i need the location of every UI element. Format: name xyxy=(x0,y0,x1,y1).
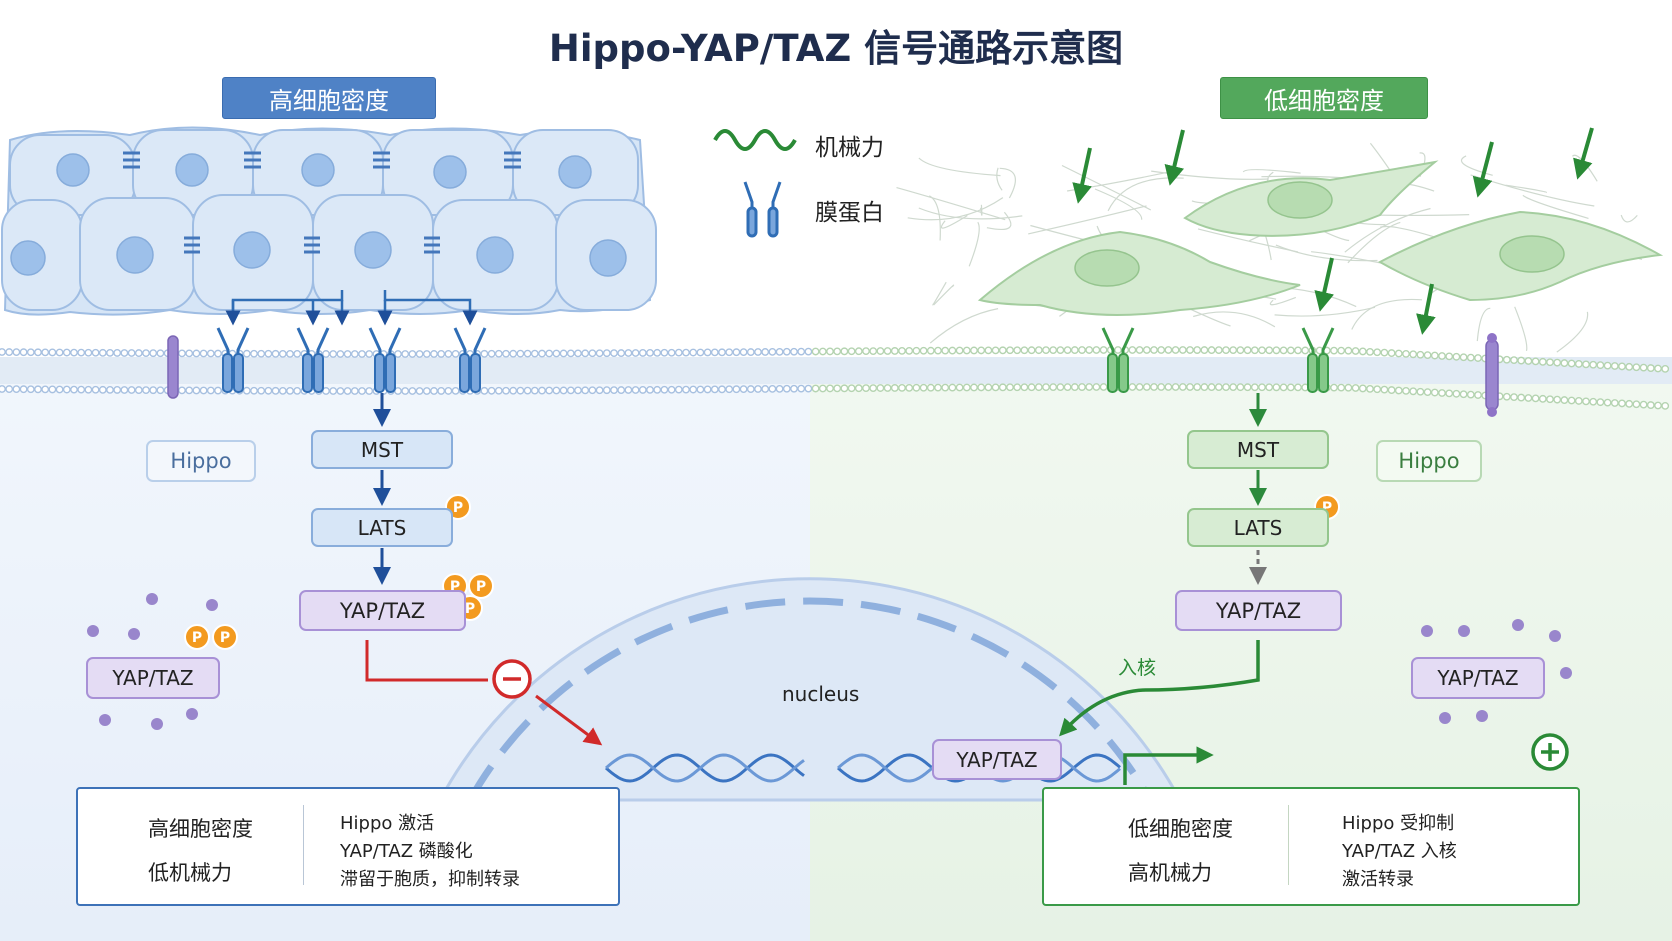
left-header-label: 高细胞密度 xyxy=(269,86,389,115)
phosphate-label: P xyxy=(465,601,475,617)
left-summary-desc-2: YAP/TAZ 磷酸化 xyxy=(340,841,473,862)
legend-mechanical-force-label: 机械力 xyxy=(815,135,884,161)
right-mst-node: MST xyxy=(1187,430,1329,469)
left-inhibition-sign xyxy=(492,659,532,699)
fibroblast-nuclei xyxy=(1074,181,1565,287)
nucleus-label: nucleus xyxy=(782,682,860,706)
nuclear-yaptaz-node: YAP/TAZ xyxy=(932,739,1062,780)
membrane-protein-icon xyxy=(743,181,782,238)
phosphate-label: P xyxy=(450,579,460,595)
left-summary-desc-3: 滞留于胞质，抑制转录 xyxy=(340,869,520,890)
right-summary-desc-1: Hippo 受抑制 xyxy=(1342,813,1455,834)
left-lats-node: LATS xyxy=(311,508,453,547)
right-summary-box: 低细胞密度 高机械力 Hippo 受抑制 YAP/TAZ 入核 激活转录 xyxy=(1042,787,1580,906)
left-header-badge: 高细胞密度 xyxy=(222,77,436,119)
left-transmembrane-protein xyxy=(167,335,179,399)
right-summary-force: 高机械力 xyxy=(1128,861,1212,885)
cytoplasm-particles xyxy=(87,593,1572,730)
membrane-receptor xyxy=(296,327,330,393)
mechanical-force-arrows xyxy=(1072,127,1594,335)
page-title: Hippo-YAP/TAZ 信号通路示意图 xyxy=(548,27,1124,70)
dense-epithelial-cells xyxy=(1,126,657,316)
phosphate-label: P xyxy=(1322,500,1332,516)
right-membrane-receptors xyxy=(1101,327,1335,393)
right-nuclear-entry-arrow xyxy=(1059,640,1260,737)
membrane-receptor xyxy=(1101,327,1135,393)
transcription-start-arrow xyxy=(1123,746,1214,785)
left-mst-node: MST xyxy=(311,430,453,469)
left-summary-density: 高细胞密度 xyxy=(148,817,253,841)
right-summary-desc-3: 激活转录 xyxy=(1342,869,1414,890)
right-lats-node: LATS xyxy=(1187,508,1329,547)
right-hippo-label: Hippo xyxy=(1376,440,1482,482)
nuclear-entry-label: 入核 xyxy=(1118,657,1157,679)
membrane-receptor xyxy=(216,327,250,393)
phosphate-label: P xyxy=(476,579,486,595)
right-yaptaz-node: YAP/TAZ xyxy=(1175,590,1342,631)
right-header-label: 低细胞密度 xyxy=(1264,86,1384,115)
phosphate-label: P xyxy=(192,630,202,646)
left-cell-contact-arrows xyxy=(225,290,478,326)
left-inhibition-arrow xyxy=(365,640,603,746)
left-summary-force: 低机械力 xyxy=(148,861,232,885)
left-summary-divider xyxy=(303,805,304,885)
legend-icons xyxy=(713,129,797,238)
right-summary-desc-2: YAP/TAZ 入核 xyxy=(1342,841,1457,862)
membrane-receptor xyxy=(368,327,402,393)
membrane-receptor xyxy=(1301,327,1335,393)
left-yaptaz-node: YAP/TAZ xyxy=(299,590,466,631)
left-hippo-label: Hippo xyxy=(146,440,256,482)
left-membrane-receptors xyxy=(216,327,487,393)
mechanical-force-icon xyxy=(713,129,797,151)
left-summary-box: 高细胞密度 低机械力 Hippo 激活 YAP/TAZ 磷酸化 滞留于胞质，抑制… xyxy=(76,787,620,906)
phosphate-label: P xyxy=(453,500,463,516)
membrane-receptor xyxy=(453,327,487,393)
right-cytoplasmic-yaptaz: YAP/TAZ xyxy=(1411,657,1545,699)
right-summary-density: 低细胞密度 xyxy=(1128,817,1233,841)
legend-membrane-protein-label: 膜蛋白 xyxy=(815,200,884,226)
right-header-badge: 低细胞密度 xyxy=(1220,77,1428,119)
right-summary-divider xyxy=(1288,805,1289,885)
right-activation-sign xyxy=(1531,733,1569,771)
phosphate-label: P xyxy=(220,630,230,646)
right-transmembrane-protein xyxy=(1485,333,1499,417)
left-summary-desc-1: Hippo 激活 xyxy=(340,813,435,834)
left-cytoplasmic-yaptaz: YAP/TAZ xyxy=(86,657,220,699)
